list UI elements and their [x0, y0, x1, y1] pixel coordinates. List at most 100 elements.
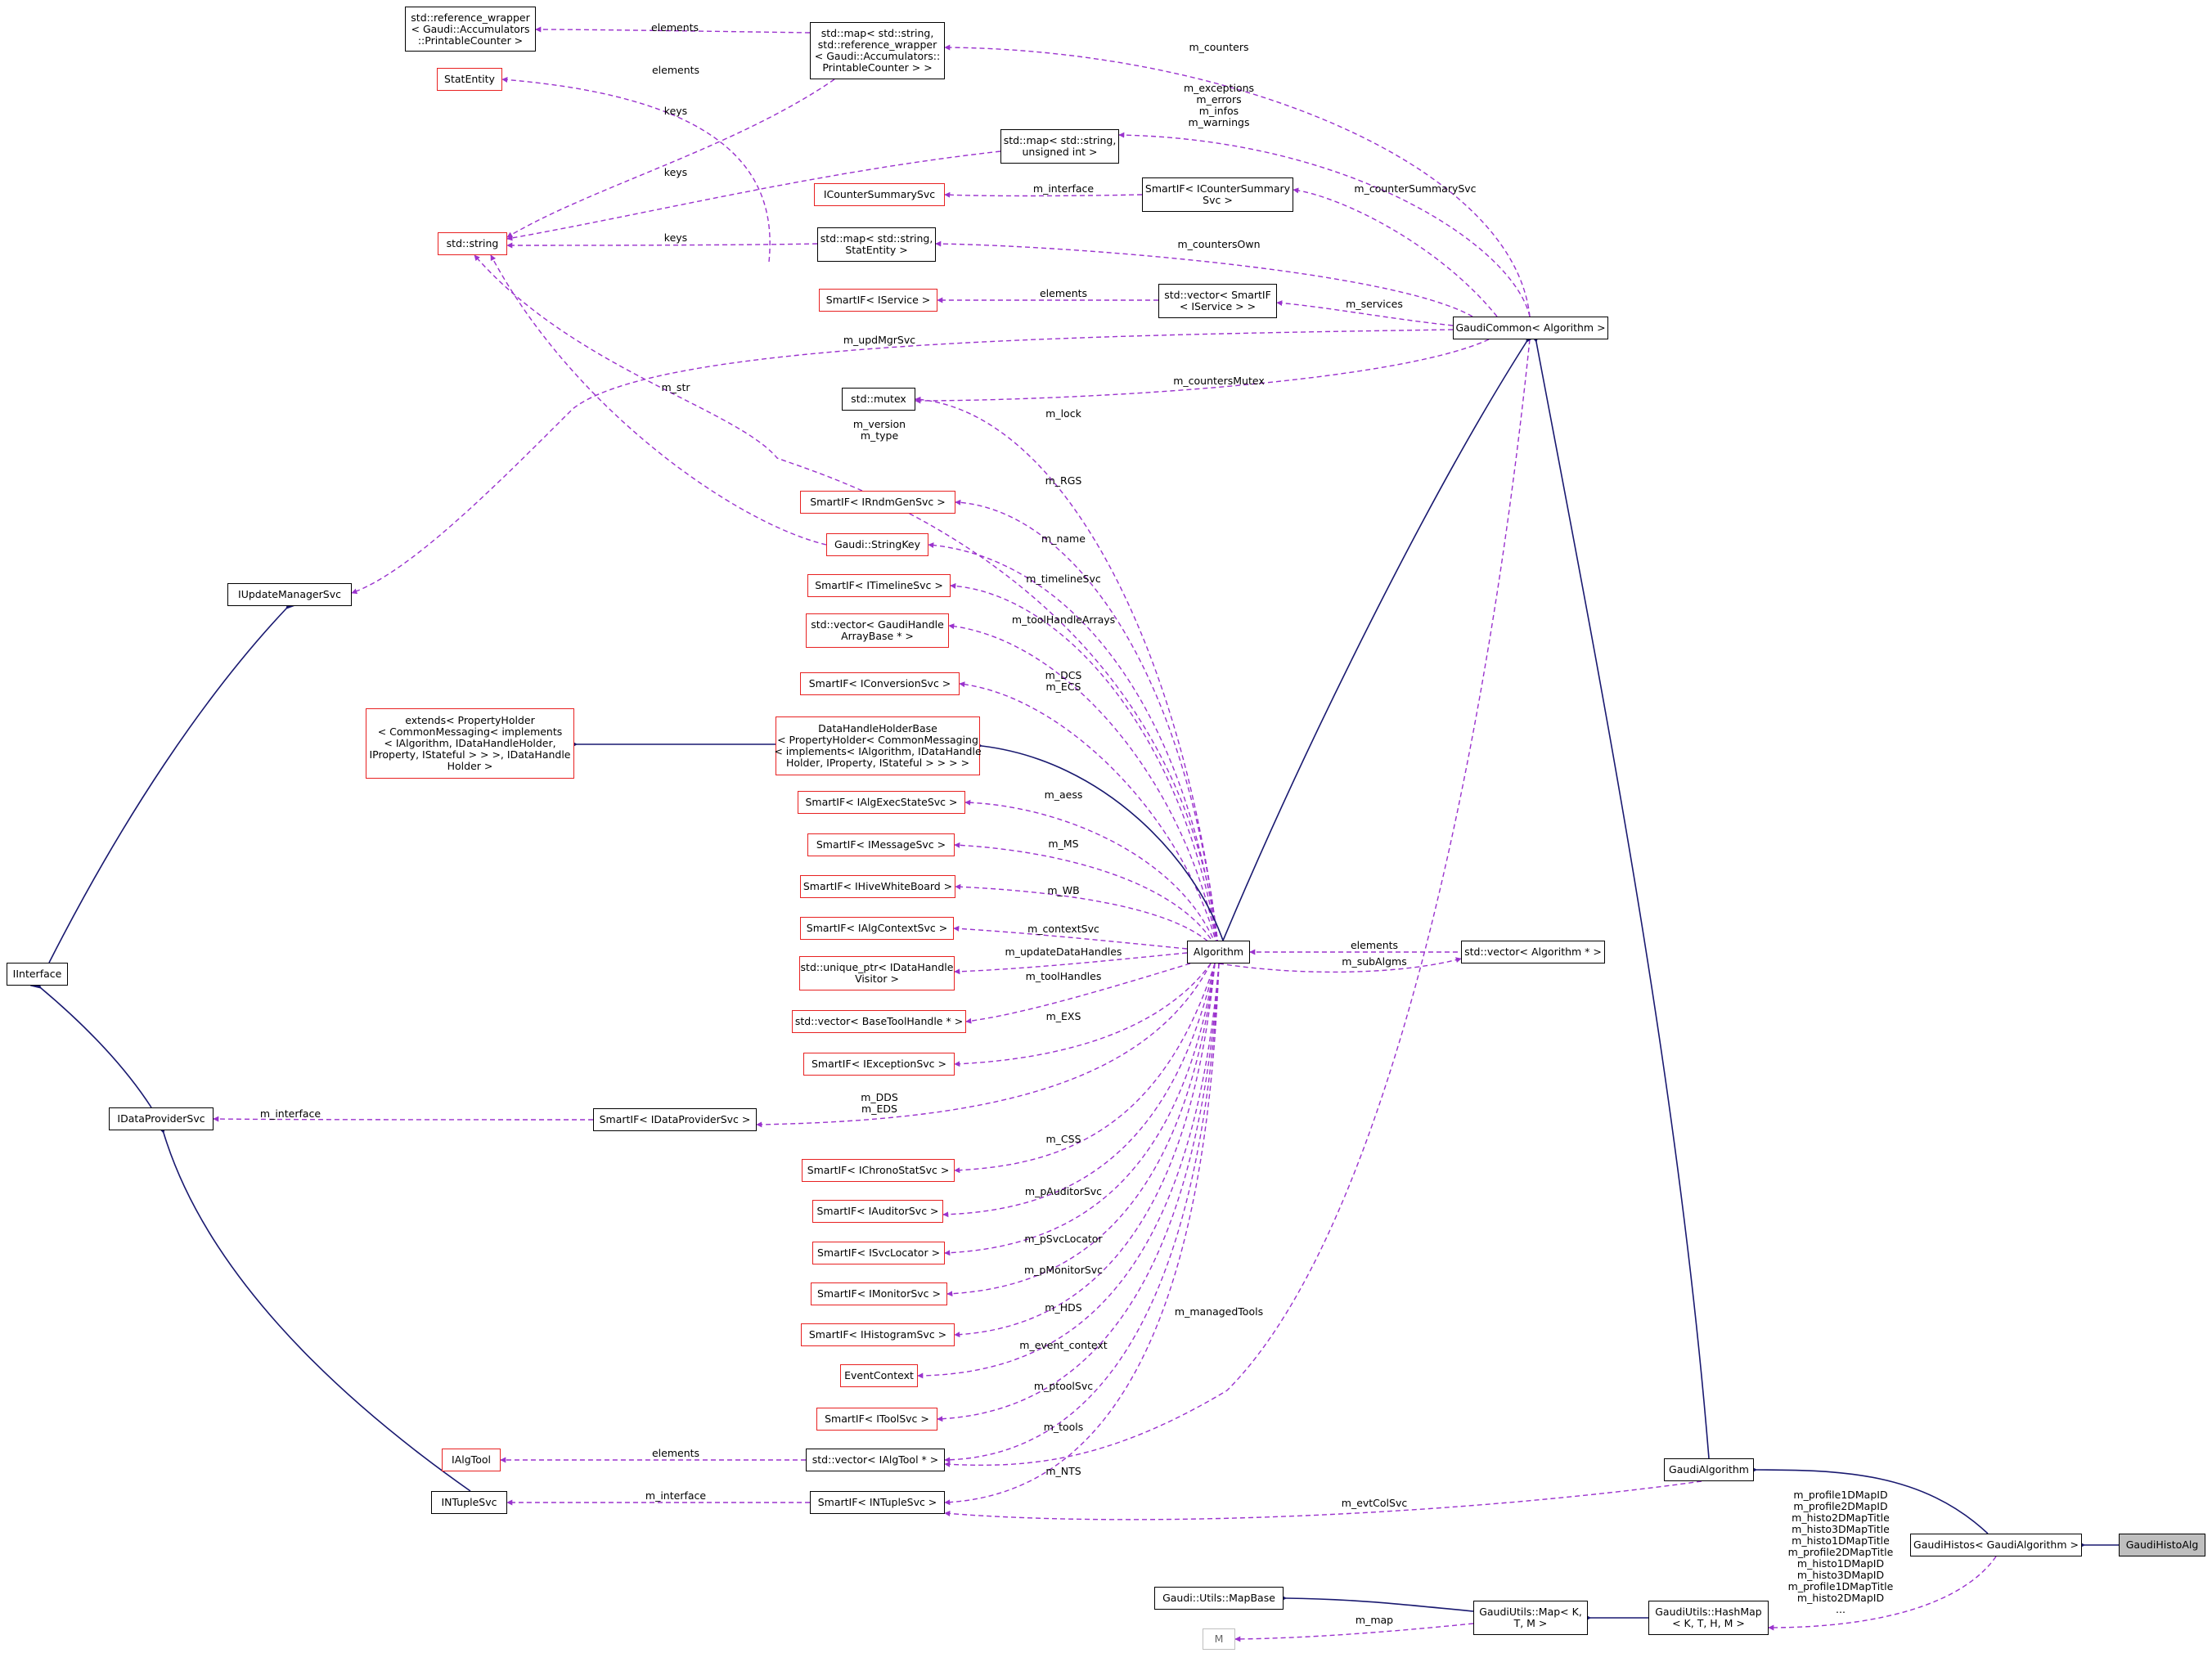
node-map-refwrapper-line2: std::reference_wrapper	[817, 38, 937, 51]
edge-m-updmgrsvc	[351, 329, 1454, 595]
node-gaudiutils-map[interactable]: GaudiUtils::Map< K,T, M >	[1473, 1601, 1588, 1635]
edge-m-dcs	[959, 681, 1220, 954]
node-std-mutex[interactable]: std::mutex	[842, 388, 915, 411]
node-smartif-algcontextsvc[interactable]: SmartIF< IAlgContextSvc >	[800, 917, 954, 940]
node-iupdatemanagersvc-label: IUpdateManagerSvc	[238, 588, 341, 600]
edge-label-m-exceptions-group-1: m_errors	[1196, 93, 1241, 106]
node-gaudihistos[interactable]: GaudiHistos< GaudiAlgorithm >	[1910, 1534, 2082, 1556]
edge-inherit-algorithm-dhhb	[971, 739, 1224, 941]
node-smartif-auditorsvc[interactable]: SmartIF< IAuditorSvc >	[812, 1200, 943, 1223]
node-smartif-rndmgensvc[interactable]: SmartIF< IRndmGenSvc >	[800, 491, 955, 514]
node-smartif-exceptionsvc[interactable]: SmartIF< IExceptionSvc >	[803, 1053, 955, 1076]
node-smartif-monitorsvc[interactable]: SmartIF< IMonitorSvc >	[811, 1282, 947, 1305]
node-smartif-iservice[interactable]: SmartIF< IService >	[819, 289, 937, 312]
node-smartif-svclocator[interactable]: SmartIF< ISvcLocator >	[812, 1242, 945, 1264]
node-iinterface[interactable]: IInterface	[7, 963, 68, 986]
node-gaudicommon[interactable]: GaudiCommon< Algorithm >	[1453, 317, 1608, 339]
edge-m-countersmutex	[915, 339, 1490, 404]
node-map-uint-line1: std::map< std::string,	[1003, 134, 1117, 146]
edge-label-m-pMonitorSvc: m_pMonitorSvc	[1024, 1264, 1103, 1276]
node-ialgtool[interactable]: IAlgTool	[442, 1449, 501, 1471]
edge-label-hashmap-group-2: m_histo2DMapTitle	[1792, 1512, 1890, 1524]
node-gaudicommon-label: GaudiCommon< Algorithm >	[1455, 321, 1606, 334]
node-extends-line5: Holder >	[447, 760, 493, 772]
node-smartif-hivewhiteboard[interactable]: SmartIF< IHiveWhiteBoard >	[800, 875, 955, 898]
node-reference-wrapper[interactable]: std::reference_wrapper< Gaudi::Accumulat…	[405, 7, 536, 52]
node-gaudihistoalg[interactable]: GaudiHistoAlg	[2119, 1534, 2205, 1556]
edge-label-m-toolHandles: m_toolHandles	[1026, 970, 1102, 982]
edge-label-m-interface-3: m_interface	[645, 1489, 706, 1502]
node-map-statentity-line1: std::map< std::string,	[820, 232, 933, 245]
edge-label-hashmap-group-6: m_histo1DMapID	[1797, 1557, 1884, 1570]
node-gaudihistos-label: GaudiHistos< GaudiAlgorithm >	[1913, 1538, 2079, 1551]
node-smartif-messagesvc-label: SmartIF< IMessageSvc >	[816, 838, 946, 851]
node-map-statentity[interactable]: std::map< std::string,StatEntity >	[817, 227, 936, 262]
node-statentity[interactable]: StatEntity	[437, 68, 502, 91]
edge-label-m-dcs-group-1: m_ECS	[1046, 681, 1081, 693]
node-smartif-chronostatsvc[interactable]: SmartIF< IChronoStatSvc >	[802, 1159, 955, 1182]
node-extends[interactable]: extends< PropertyHolder< CommonMessaging…	[366, 708, 574, 779]
node-icountersummarysvc[interactable]: ICounterSummarySvc	[814, 183, 945, 206]
edge-m-evtcolsvc	[944, 1480, 1702, 1520]
edge-m-countersown	[935, 240, 1473, 317]
node-vector-algorithm[interactable]: std::vector< Algorithm * >	[1461, 941, 1605, 964]
node-smartif-messagesvc[interactable]: SmartIF< IMessageSvc >	[807, 833, 955, 856]
edge-label-hashmap-group-3: m_histo3DMapTitle	[1792, 1523, 1890, 1535]
edge-label-m-NTS: m_NTS	[1045, 1465, 1081, 1477]
node-mapbase[interactable]: Gaudi::Utils::MapBase	[1154, 1587, 1284, 1610]
node-unique-ptr-line2: Visitor >	[855, 972, 899, 985]
edge-inherit-gaudihistos-gaudialgorithm	[1747, 1464, 1989, 1534]
edge-m-map	[1234, 1623, 1474, 1642]
node-smartif-countersummary-line1: SmartIF< ICounterSummary	[1144, 182, 1291, 195]
node-algorithm[interactable]: Algorithm	[1187, 941, 1250, 964]
node-datahandleholderbase-line3: < implements< IAlgorithm, IDataHandle	[774, 745, 982, 757]
node-hashmap-line1: GaudiUtils::HashMap	[1655, 1606, 1762, 1618]
node-datahandleholderbase-line1: DataHandleHolderBase	[818, 722, 937, 734]
node-intuplesvc[interactable]: INTupleSvc	[431, 1491, 507, 1514]
node-smartif-ntuplesvc[interactable]: SmartIF< INTupleSvc >	[810, 1491, 945, 1514]
node-hashmap[interactable]: GaudiUtils::HashMap< K, T, H, M >	[1648, 1601, 1769, 1635]
node-iinterface-label: IInterface	[12, 968, 62, 980]
node-smartif-conversionsvc[interactable]: SmartIF< IConversionSvc >	[800, 672, 960, 695]
node-stringkey-label: Gaudi::StringKey	[834, 538, 921, 550]
edge-label-m-interface-1: m_interface	[1033, 182, 1094, 195]
node-eventcontext[interactable]: EventContext	[840, 1364, 918, 1387]
edge-label-m-managedTools: m_managedTools	[1175, 1305, 1263, 1318]
edge-m-counters	[944, 44, 1531, 317]
edge-label-m-contextSvc: m_contextSvc	[1027, 923, 1099, 935]
node-statentity-label: StatEntity	[444, 73, 495, 85]
node-map-refwrapper[interactable]: std::map< std::string,std::reference_wra…	[810, 22, 945, 79]
node-iupdatemanagersvc[interactable]: IUpdateManagerSvc	[227, 583, 352, 606]
edge-m-services	[1276, 300, 1454, 326]
edge-m-rgs	[955, 499, 1220, 954]
node-vector-smartif-iservice-line1: std::vector< SmartIF	[1164, 289, 1271, 301]
edge-label-elements-4: elements	[1351, 939, 1398, 951]
node-reference-wrapper-line3: ::PrintableCounter >	[417, 34, 524, 47]
node-smartif-histogramsvc[interactable]: SmartIF< IHistogramSvc >	[801, 1323, 955, 1346]
node-smartif-auditorsvc-label: SmartIF< IAuditorSvc >	[816, 1205, 939, 1217]
node-map-uint[interactable]: std::map< std::string,unsigned int >	[1000, 129, 1119, 164]
node-vector-basetoolhandle[interactable]: std::vector< BaseToolHandle * >	[792, 1010, 966, 1033]
edge-label-m-map: m_map	[1356, 1614, 1393, 1626]
node-smartif-algexecstatesvc[interactable]: SmartIF< IAlgExecStateSvc >	[798, 791, 965, 814]
node-smartif-timelinesvc[interactable]: SmartIF< ITimelineSvc >	[807, 574, 951, 597]
node-smartif-toolsvc[interactable]: SmartIF< IToolSvc >	[816, 1408, 937, 1431]
edge-inherit-gaudialgorithm-gaudicommon	[1529, 331, 1710, 1459]
node-smartif-exceptionsvc-label: SmartIF< IExceptionSvc >	[812, 1058, 946, 1070]
node-smartif-dataprovidersvc[interactable]: SmartIF< IDataProviderSvc >	[593, 1108, 757, 1131]
node-idataprovidersvc[interactable]: IDataProviderSvc	[109, 1107, 214, 1130]
node-vector-smartif-iservice[interactable]: std::vector< SmartIF< IService > >	[1158, 284, 1277, 318]
edge-m-nts	[944, 963, 1220, 1506]
node-smartif-countersummary-line2: Svc >	[1203, 194, 1233, 206]
node-stringkey[interactable]: Gaudi::StringKey	[826, 533, 928, 556]
node-datahandleholderbase[interactable]: DataHandleHolderBase< PropertyHolder< Co…	[774, 716, 982, 775]
node-std-string[interactable]: std::string	[438, 232, 507, 255]
node-m[interactable]: M	[1203, 1628, 1235, 1650]
node-vector-ialgtool[interactable]: std::vector< IAlgTool * >	[806, 1449, 945, 1471]
node-gaudialgorithm[interactable]: GaudiAlgorithm	[1664, 1458, 1754, 1481]
edge-label-m-evtColSvc: m_evtColSvc	[1342, 1497, 1408, 1509]
node-vector-handlearray-line2: ArrayBase * >	[841, 630, 914, 642]
